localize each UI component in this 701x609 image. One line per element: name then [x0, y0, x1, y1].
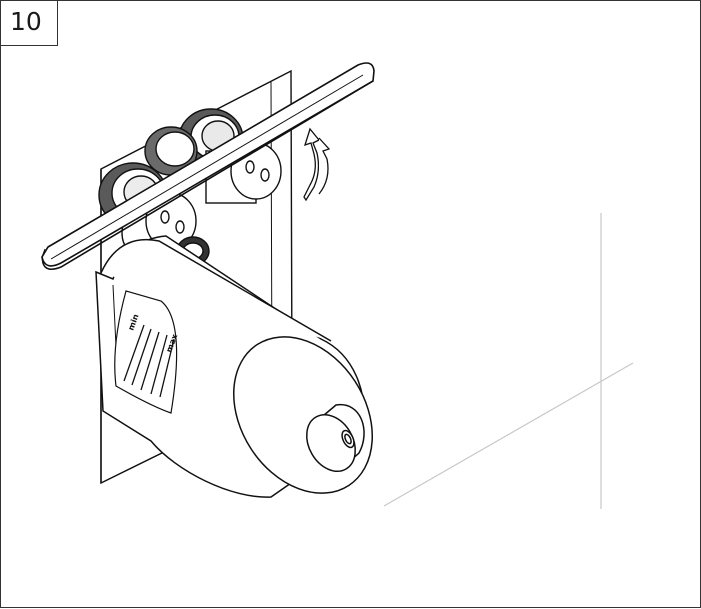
lever-bar	[41, 62, 375, 271]
gauge-sticker	[114, 290, 178, 414]
rotate-arrow-icon	[303, 127, 331, 202]
step-number: 10	[10, 7, 42, 36]
reference-lines	[383, 213, 634, 509]
diagonal-guide-line	[383, 362, 634, 507]
step-number-box: 10	[1, 1, 58, 46]
filter-end-cap	[306, 404, 365, 472]
